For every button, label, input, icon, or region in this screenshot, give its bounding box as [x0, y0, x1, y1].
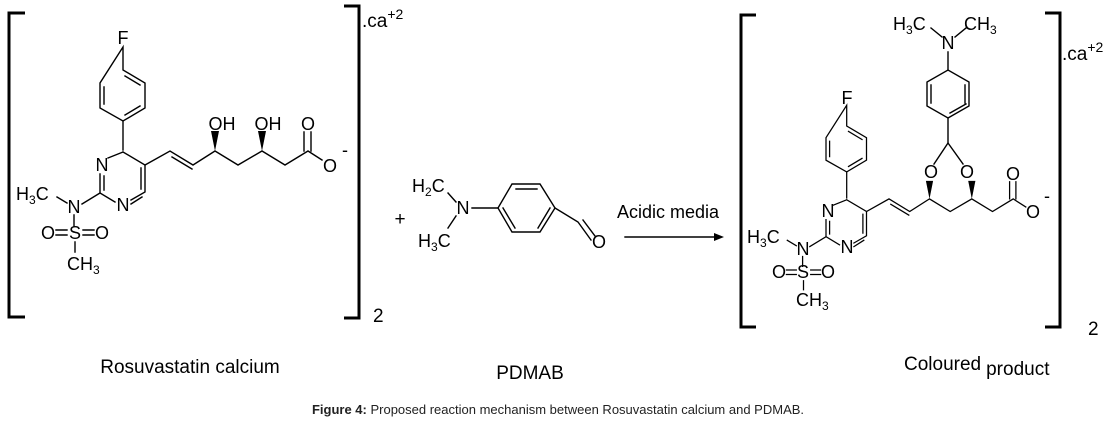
left-bracket [7, 11, 25, 319]
left-bracket [739, 13, 756, 329]
atom-oxygen: O [772, 262, 786, 282]
right-bracket [1045, 11, 1062, 329]
atom-sulfur: S [69, 223, 81, 243]
reactant2-name: PDMAB [496, 363, 564, 384]
atom-nitrogen: N [68, 197, 81, 217]
atom-nitrogen: N [942, 33, 955, 53]
atom-nitrogen: N [457, 198, 470, 218]
atom-oxygen: O [821, 262, 835, 282]
methyl-label: H3C [418, 231, 451, 254]
anion-charge: - [342, 140, 348, 160]
calcium-counterion: .ca+2 [362, 6, 404, 32]
reactant1-name: Rosuvastatin calcium [100, 357, 280, 378]
atom-oxygen: O [323, 156, 337, 176]
product-structure: F N N N H3C S O O CH3 O O - O O N H3C CH… [739, 11, 1104, 340]
figure-caption: Figure 4: Proposed reaction mechanism be… [312, 402, 804, 417]
right-bracket [344, 4, 361, 320]
methyl-label: CH3 [67, 254, 100, 277]
hydroxyl-label: OH [209, 114, 236, 134]
arrow-condition: Acidic media [617, 202, 720, 222]
pdmab-structure: N H2C H3C O [412, 176, 606, 254]
atom-nitrogen: N [822, 201, 835, 221]
rosuvastatin-structure: F N N N H3C S O O CH3 OH OH O O - .ca+2 … [7, 4, 404, 327]
atom-oxygen: O [924, 162, 938, 182]
bracket-multiplier: 2 [1088, 319, 1099, 340]
atom-nitrogen: N [117, 195, 130, 215]
atom-oxygen: O [41, 223, 55, 243]
methyl-label: H3C [16, 184, 49, 207]
hydroxyl-label: OH [255, 114, 282, 134]
reaction-arrow: Acidic media [617, 202, 724, 241]
atom-oxygen: O [960, 162, 974, 182]
atom-oxygen: O [301, 114, 315, 134]
anion-charge: - [1044, 186, 1050, 206]
atom-oxygen: O [95, 223, 109, 243]
atom-sulfur: S [797, 262, 809, 282]
atom-fluorine: F [118, 28, 129, 48]
atom-fluorine: F [842, 88, 853, 108]
atom-nitrogen: N [797, 239, 810, 259]
methyl-label: CH3 [964, 14, 997, 37]
calcium-counterion: .ca+2 [1062, 39, 1104, 65]
atom-oxygen: O [592, 232, 606, 252]
methyl-label: H3C [747, 227, 780, 250]
atom-oxygen: O [1006, 164, 1020, 184]
atom-nitrogen: N [841, 237, 854, 257]
methyl-label: H3C [893, 14, 926, 37]
bracket-multiplier: 2 [373, 306, 384, 327]
atom-oxygen: O [1026, 202, 1040, 222]
methyl-label: H2C [412, 176, 445, 199]
atom-nitrogen: N [96, 155, 109, 175]
methyl-label: CH3 [796, 290, 829, 313]
plus-sign: + [394, 209, 405, 230]
